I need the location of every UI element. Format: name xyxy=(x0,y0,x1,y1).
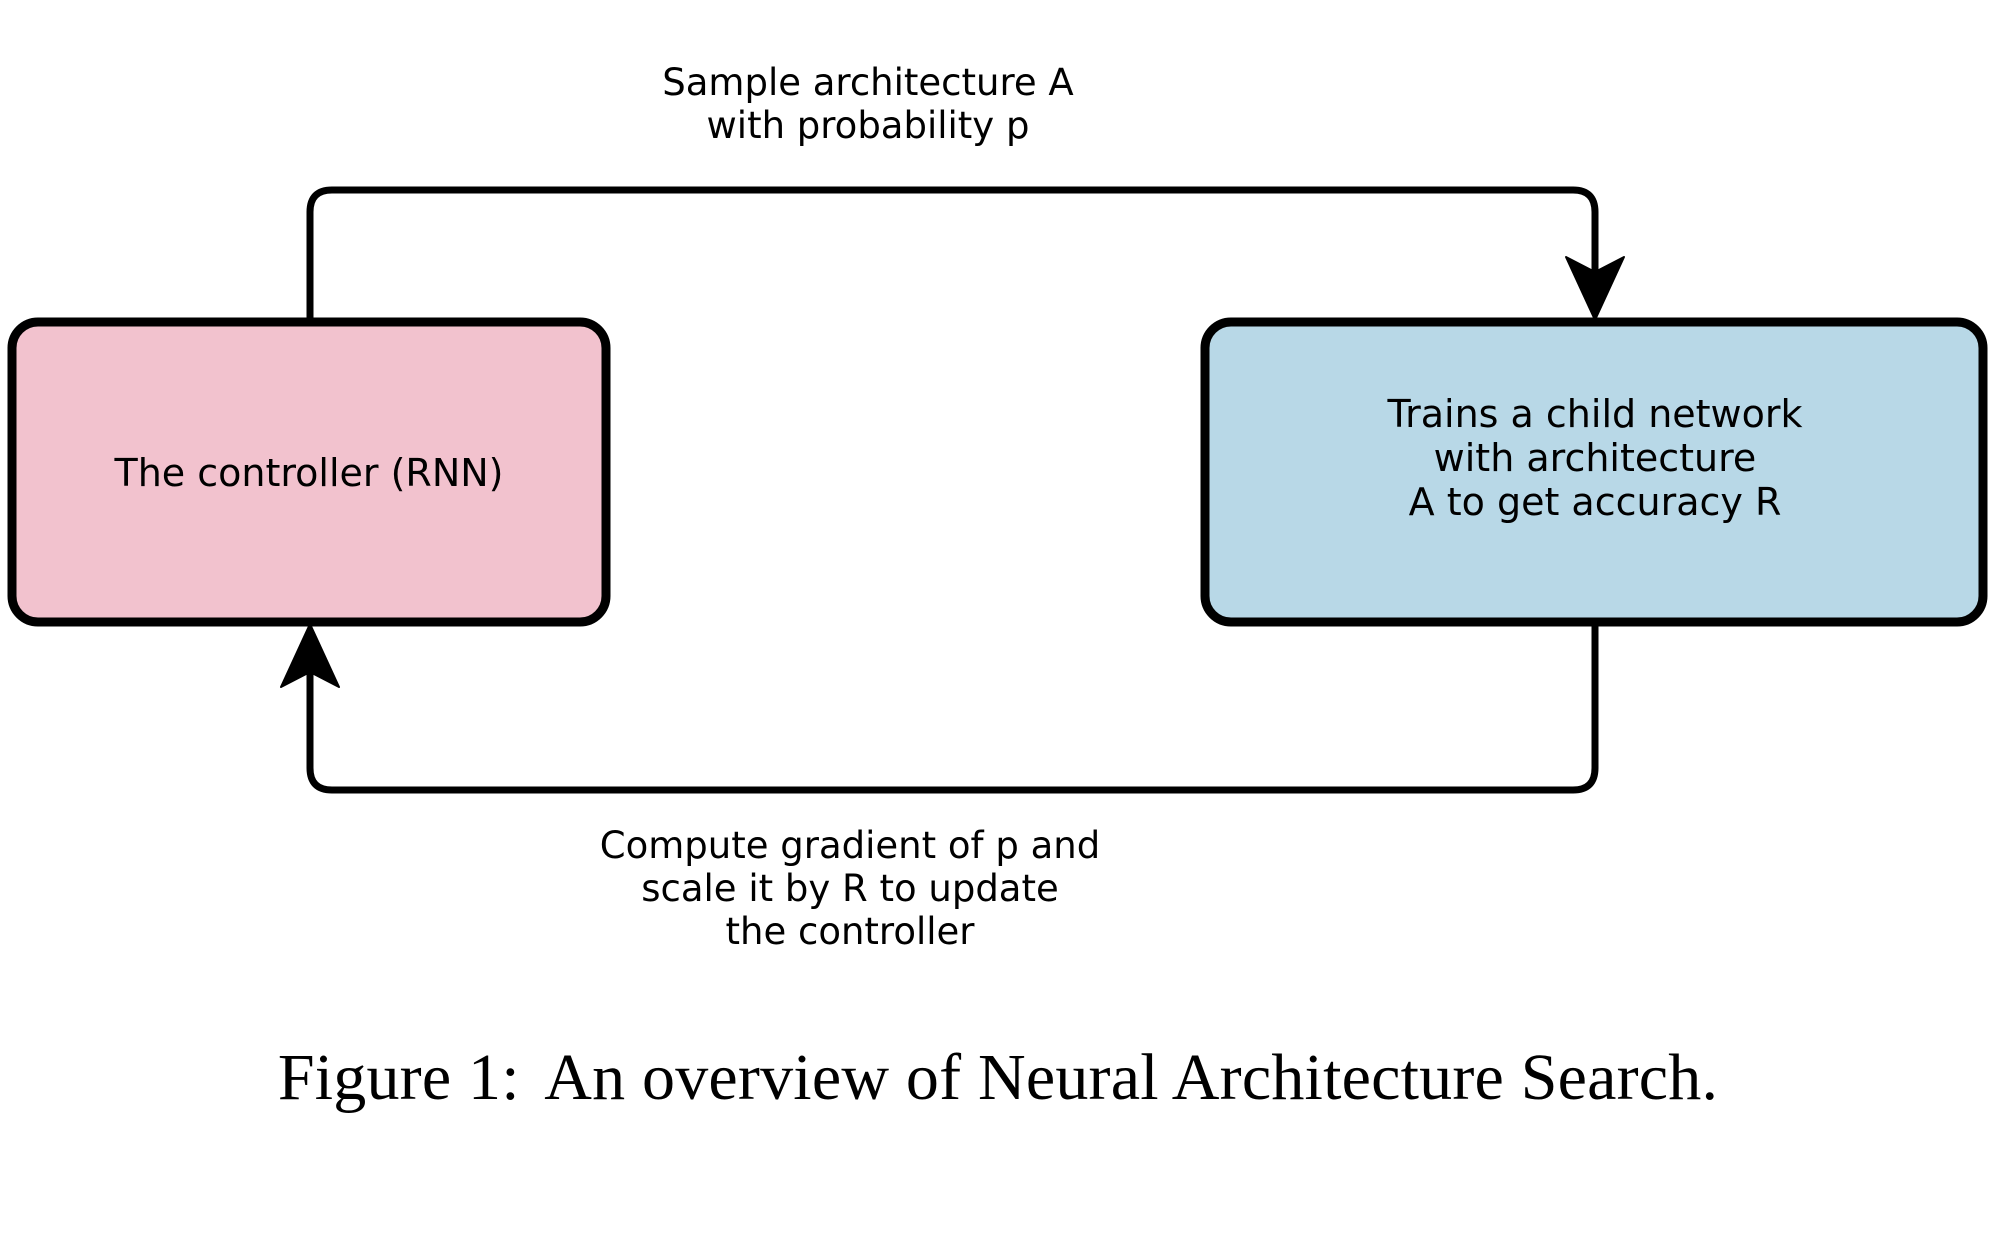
compute-gradient-line-3: the controller xyxy=(725,909,975,953)
controller-box[interactable] xyxy=(7,317,611,627)
compute-gradient-line-1: Compute gradient of p and xyxy=(599,824,1101,867)
figure-caption-spacer xyxy=(520,1041,545,1114)
sample-architecture-edge xyxy=(306,186,1625,322)
child-network-line-1: Trains a child network xyxy=(1387,392,1803,436)
figure-caption: Figure 1: An overview of Neural Architec… xyxy=(0,1040,1996,1117)
sample-architecture-label: Sample architecture A with probability p xyxy=(448,61,1288,148)
compute-gradient-label: Compute gradient of p and scale it by R … xyxy=(430,824,1270,954)
child-network-line-2: with architecture xyxy=(1433,436,1757,481)
sample-architecture-line-2: with probability p xyxy=(706,103,1030,147)
figure-caption-text: An overview of Neural Architecture Searc… xyxy=(544,1041,1719,1114)
child-network-box-label: Trains a child network with architecture… xyxy=(1205,392,1985,524)
sample-architecture-line-1: Sample architecture A xyxy=(662,61,1074,104)
sample-edge-arrowhead-icon xyxy=(1565,256,1625,321)
child-network-line-3: A to get accuracy R xyxy=(1408,480,1782,525)
compute-gradient-edge xyxy=(280,622,1599,794)
gradient-edge-path xyxy=(306,622,1599,794)
figure-caption-prefix: Figure 1: xyxy=(277,1041,520,1114)
compute-gradient-line-2: scale it by R to update xyxy=(641,866,1059,910)
child-network-box[interactable] xyxy=(1200,317,1988,627)
gradient-edge-arrowhead-icon xyxy=(280,623,340,688)
sample-edge-path xyxy=(306,186,1599,322)
controller-box-label: The controller (RNN) xyxy=(114,451,504,495)
